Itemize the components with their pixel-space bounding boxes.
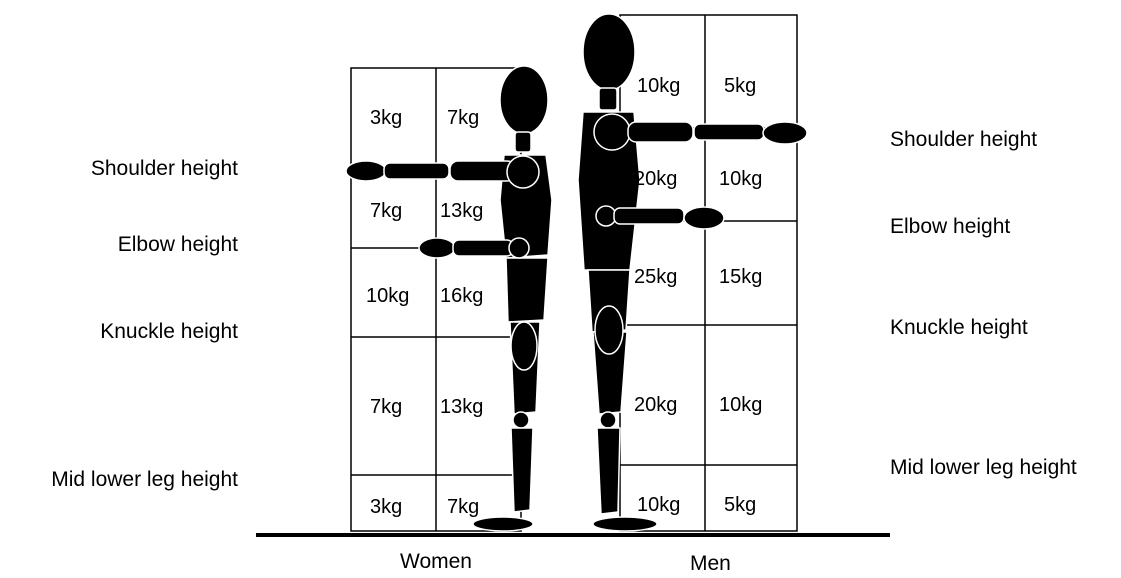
men-caption: Men [690,552,731,576]
women-cell-r1-c2: 7kg [447,107,479,129]
men-figure [578,14,807,531]
women-cell-r4-c1: 7kg [370,396,402,418]
women-cell-r3-c1: 10kg [366,285,409,307]
women-cell-r3-c2: 16kg [440,285,483,307]
left-label-shoulder-height: Shoulder height [91,157,238,181]
left-label-mid-lower-leg-height: Mid lower leg height [51,468,238,492]
men-cell-r4-c1: 20kg [634,394,677,416]
men-cell-r3-c2: 15kg [719,266,762,288]
women-cell-r5-c1: 3kg [370,496,402,518]
men-cell-r2-c2: 10kg [719,168,762,190]
right-label-knuckle-height: Knuckle height [890,316,1028,340]
women-cell-r1-c1: 3kg [370,107,402,129]
women-cell-r5-c2: 7kg [447,496,479,518]
women-cell-r2-c1: 7kg [370,200,402,222]
men-cell-r5-c2: 5kg [724,494,756,516]
right-label-elbow-height: Elbow height [890,215,1010,239]
left-label-elbow-height: Elbow height [118,233,238,257]
men-cell-r4-c2: 10kg [719,394,762,416]
left-label-knuckle-height: Knuckle height [100,320,238,344]
right-label-shoulder-height: Shoulder height [890,128,1037,152]
men-cell-r1-c2: 5kg [724,75,756,97]
right-label-mid-lower-leg-height: Mid lower leg height [890,456,1077,480]
men-cell-r1-c1: 10kg [637,75,680,97]
men-cell-r2-c1: 20kg [634,168,677,190]
women-cell-r4-c2: 13kg [440,396,483,418]
women-cell-r2-c2: 13kg [440,200,483,222]
women-caption: Women [400,550,472,574]
men-cell-r3-c1: 25kg [634,266,677,288]
men-cell-r5-c1: 10kg [637,494,680,516]
